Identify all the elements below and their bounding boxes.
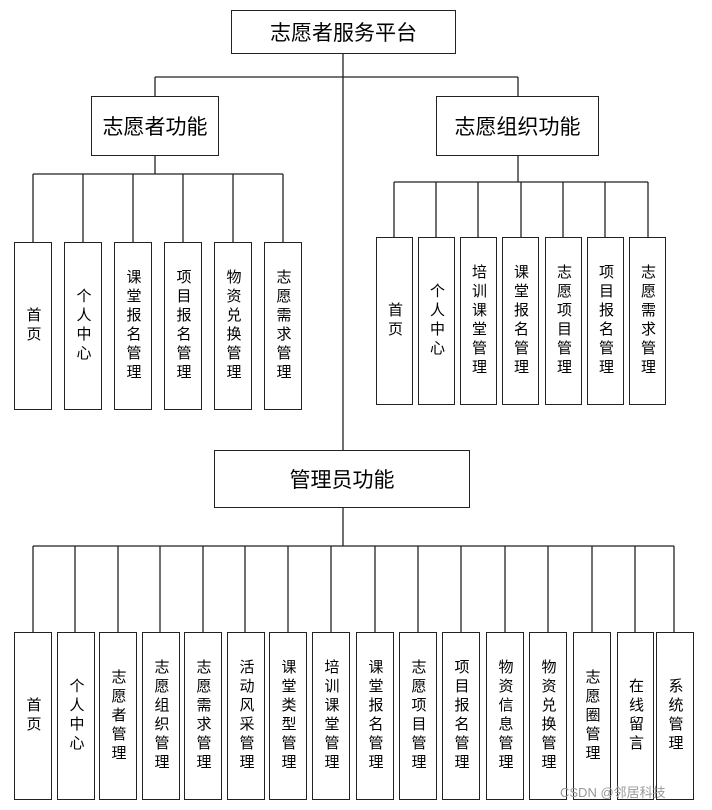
volunteer-item-label: 物资兑换管理 — [224, 269, 243, 383]
organization-item: 个人中心 — [418, 237, 455, 405]
admin-item-label: 项目报名管理 — [452, 659, 471, 773]
organization-item-label: 志愿需求管理 — [639, 264, 657, 378]
volunteer-item-label: 项目报名管理 — [174, 269, 193, 383]
volunteer-item: 项目报名管理 — [164, 242, 202, 410]
admin-item: 首页 — [14, 632, 52, 800]
volunteer-item-label: 首页 — [24, 307, 43, 345]
admin-item: 志愿组织管理 — [142, 632, 180, 800]
admin-item-label: 志愿圈管理 — [583, 668, 602, 764]
admin-item: 课堂报名管理 — [356, 632, 394, 800]
admin-item: 项目报名管理 — [442, 632, 480, 800]
admin-item-label: 志愿者管理 — [109, 668, 128, 764]
organization-item-label: 项目报名管理 — [597, 264, 615, 378]
organization-item-label: 培训课堂管理 — [470, 264, 488, 378]
admin-item: 物资信息管理 — [486, 632, 524, 800]
admin-item-label: 首页 — [24, 697, 43, 735]
organization-item: 培训课堂管理 — [460, 237, 497, 405]
admin-item: 志愿圈管理 — [573, 632, 611, 800]
admin-item: 在线留言 — [617, 632, 654, 800]
organization-item-label: 志愿项目管理 — [555, 264, 573, 378]
organization-item: 首页 — [376, 237, 413, 405]
admin-item-label: 课堂类型管理 — [279, 659, 298, 773]
admin-item-label: 物资信息管理 — [496, 659, 515, 773]
admin-item-label: 志愿组织管理 — [152, 659, 171, 773]
admin-item: 志愿项目管理 — [399, 632, 437, 800]
admin-item: 个人中心 — [57, 632, 95, 800]
root-node: 志愿者服务平台 — [231, 10, 456, 54]
volunteer-item: 志愿需求管理 — [264, 242, 302, 410]
admin-item-label: 志愿需求管理 — [194, 659, 213, 773]
admin-item: 志愿需求管理 — [184, 632, 222, 800]
admin-item: 志愿者管理 — [99, 632, 137, 800]
admin-functions-node: 管理员功能 — [214, 450, 470, 508]
watermark: CSDN @邻居科技 — [560, 785, 666, 800]
admin-item-label: 活动风采管理 — [237, 659, 256, 773]
organization-functions-node: 志愿组织功能 — [436, 96, 599, 156]
volunteer-functions-node: 志愿者功能 — [91, 96, 219, 156]
admin-item: 系统管理 — [656, 632, 694, 800]
organization-item: 志愿需求管理 — [629, 237, 666, 405]
volunteer-item: 首页 — [14, 242, 52, 410]
admin-functions-label: 管理员功能 — [289, 468, 395, 492]
admin-item: 物资兑换管理 — [529, 632, 567, 800]
admin-item-label: 个人中心 — [67, 678, 86, 754]
organization-item: 项目报名管理 — [587, 237, 624, 405]
admin-item-label: 在线留言 — [627, 678, 645, 754]
admin-item: 课堂类型管理 — [269, 632, 307, 800]
organization-item-label: 课堂报名管理 — [512, 264, 530, 378]
organization-functions-label: 志愿组织功能 — [454, 115, 581, 139]
volunteer-item-label: 课堂报名管理 — [124, 269, 143, 383]
organization-item: 课堂报名管理 — [502, 237, 539, 405]
volunteer-item: 课堂报名管理 — [114, 242, 152, 410]
admin-item-label: 志愿项目管理 — [409, 659, 428, 773]
volunteer-item-label: 个人中心 — [74, 288, 93, 364]
admin-item-label: 系统管理 — [666, 678, 685, 754]
admin-item-label: 培训课堂管理 — [322, 659, 341, 773]
admin-item-label: 课堂报名管理 — [366, 659, 385, 773]
admin-item: 培训课堂管理 — [312, 632, 350, 800]
organization-item-label: 首页 — [386, 302, 404, 340]
volunteer-item-label: 志愿需求管理 — [274, 269, 293, 383]
admin-item: 活动风采管理 — [227, 632, 265, 800]
organization-item-label: 个人中心 — [428, 283, 446, 359]
root-label: 志愿者服务平台 — [270, 21, 417, 45]
organization-item: 志愿项目管理 — [545, 237, 582, 405]
admin-item-label: 物资兑换管理 — [539, 659, 558, 773]
volunteer-functions-label: 志愿者功能 — [102, 115, 208, 139]
volunteer-item: 个人中心 — [64, 242, 102, 410]
volunteer-item: 物资兑换管理 — [214, 242, 252, 410]
